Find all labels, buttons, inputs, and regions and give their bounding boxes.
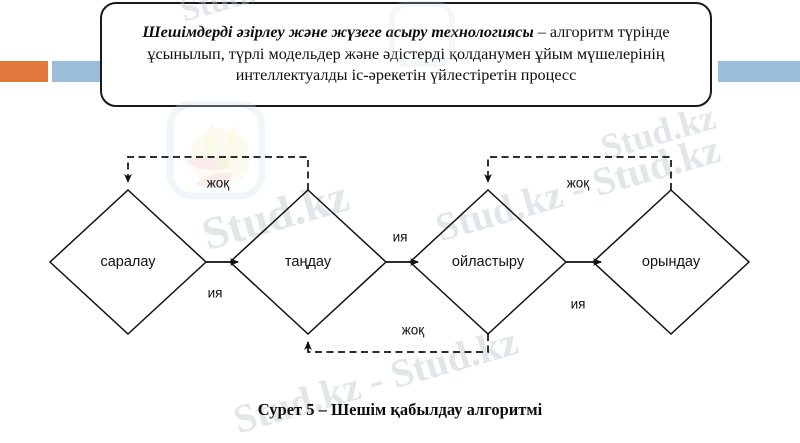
- node-label-tandau: таңдау: [284, 254, 332, 270]
- decor-bar-blue-right: [718, 61, 800, 82]
- edge-label-yes-3: ия: [570, 296, 586, 312]
- edge-feedback-tandau-to-saralau: [124, 156, 309, 190]
- decor-bar-blue-left: [52, 61, 104, 82]
- decision-flow-diagram: саралау таңдау ойластыру орындау жоқ ия …: [0, 118, 800, 380]
- edge-feedback-oryndau-to-oilastyru: [484, 156, 672, 190]
- definition-text: Шешімдерді әзірлеу және жүзеге асыру тех…: [102, 22, 710, 87]
- figure-caption: Сурет 5 – Шешім қабылдау алгоритмі: [257, 400, 543, 419]
- edge-feedback-oilastyru-to-tandau: [304, 334, 489, 353]
- node-label-oilastyru: ойластыру: [451, 254, 525, 270]
- definition-lead-phrase: Шешімдерді әзірлеу және жүзеге асыру тех…: [142, 22, 534, 41]
- node-label-saralau: саралау: [100, 254, 156, 270]
- node-label-oryndau: орындау: [641, 254, 701, 270]
- edge-label-yes-2: ия: [392, 229, 408, 245]
- edge-label-yes-1: ия: [207, 285, 223, 301]
- edge-label-no-1: жоқ: [206, 175, 230, 191]
- definition-callout-box: Шешімдерді әзірлеу және жүзеге асыру тех…: [100, 2, 712, 107]
- flow-svg: [48, 156, 751, 353]
- edge-label-no-3: жоқ: [566, 175, 590, 191]
- decision-node-saralau: [48, 188, 208, 336]
- edge-label-no-2: жоқ: [401, 322, 425, 338]
- decision-node-tandau: [228, 188, 388, 336]
- decision-node-oryndau: [591, 188, 751, 336]
- definition-body-text: – алгоритм түрінде ұсынылып, түрлі модел…: [147, 22, 670, 85]
- decor-bar-orange: [0, 61, 48, 82]
